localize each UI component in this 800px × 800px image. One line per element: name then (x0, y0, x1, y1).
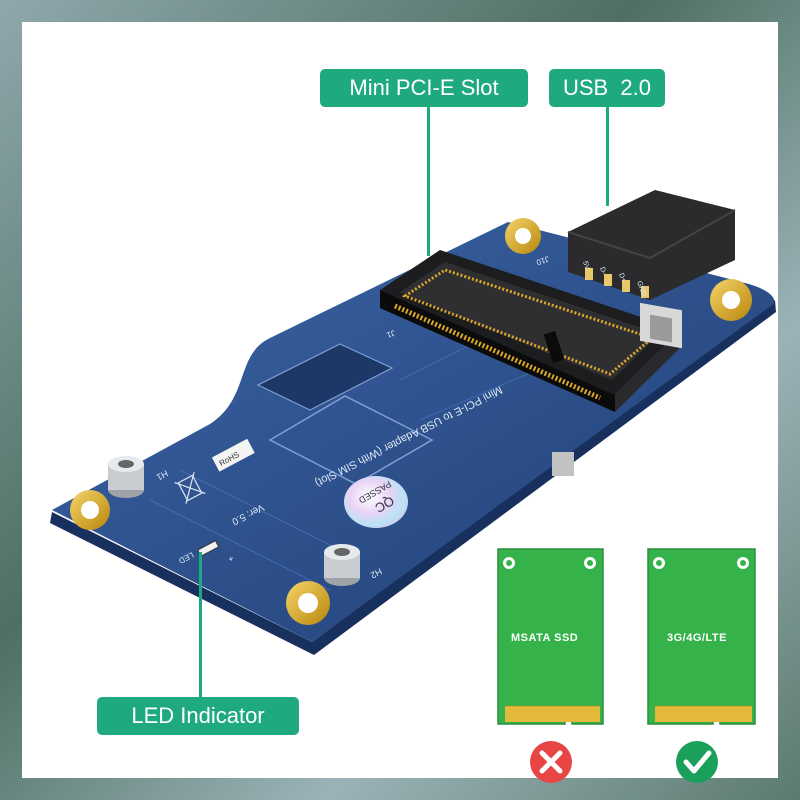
mounting-hole-right (710, 279, 752, 321)
j10-marking: J10 (535, 254, 551, 267)
pin-label-dminus: D- (598, 266, 607, 276)
plus-marking: + (226, 553, 235, 564)
pin-label-gnd: GND (635, 280, 647, 297)
mounting-hole-top (505, 218, 541, 254)
led-leader-line (199, 552, 202, 697)
mounting-hole-bottom (286, 581, 330, 625)
bracket-tab (552, 452, 574, 476)
h1-marking: H1 (155, 468, 170, 482)
incompatible-x-icon (530, 741, 572, 783)
usb-header-connector (567, 190, 736, 349)
weee-bin-icon (174, 472, 206, 504)
usb-leader-line (606, 106, 609, 206)
pin-label-dplus: D+ (617, 272, 627, 283)
lte-card: 3G/4G/LTE (647, 548, 756, 725)
compatible-check-icon (676, 741, 718, 783)
pcb-traces (149, 329, 561, 591)
mini-pcie-leader-line (427, 106, 430, 256)
mini-pcie-slot-callout: Mini PCI-E Slot (320, 69, 528, 107)
h2-marking: H2 (369, 566, 384, 580)
standoff-h1 (108, 456, 144, 498)
usb-callout: USB 2.0 (549, 69, 665, 107)
pin-label-5v: 5V (581, 260, 591, 271)
mounting-hole-left (70, 490, 110, 530)
msata-card-label: MSATA SSD (511, 632, 578, 644)
sim-slot-outline (268, 395, 434, 485)
lte-card-label: 3G/4G/LTE (667, 632, 727, 644)
qc-passed-sticker: QC PASSED (344, 476, 408, 528)
led-indicator-callout: LED Indicator (97, 697, 299, 735)
msata-ssd-card: MSATA SSD (497, 548, 604, 725)
j1-marking: J1 (385, 328, 397, 340)
mini-pcie-connector (380, 250, 680, 412)
standoff-h2 (324, 544, 360, 586)
